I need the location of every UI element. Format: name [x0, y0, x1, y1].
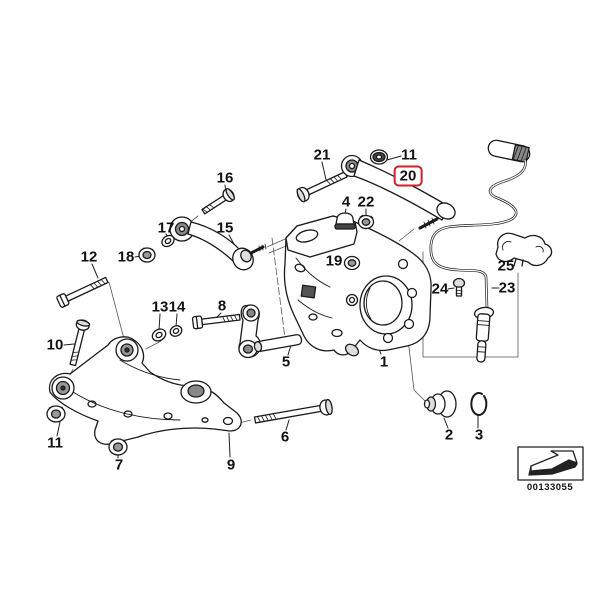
part-label-16[interactable]: 16: [216, 169, 234, 187]
part-label-18[interactable]: 18: [117, 248, 135, 266]
washer-14: [168, 324, 183, 339]
nut-11-lower: [47, 406, 65, 422]
grommet-11-upper: [371, 150, 388, 164]
part-label-17[interactable]: 17: [157, 219, 175, 237]
screw-24: [454, 279, 465, 297]
part-label-12[interactable]: 12: [80, 248, 98, 266]
part-label-23[interactable]: 23: [498, 279, 516, 297]
part-label-9[interactable]: 9: [226, 456, 236, 474]
wheel-carrier-1: [284, 216, 431, 358]
part-label-2[interactable]: 2: [444, 426, 454, 444]
part-label-4[interactable]: 4: [341, 193, 351, 211]
nut-22: [359, 215, 374, 229]
part-label-10[interactable]: 10: [46, 336, 64, 354]
part-label-8[interactable]: 8: [217, 297, 227, 315]
part-label-19[interactable]: 19: [325, 252, 343, 270]
part-label-25[interactable]: 25: [497, 257, 515, 275]
washer-13: [150, 327, 168, 344]
part-label-21[interactable]: 21: [313, 146, 331, 164]
bolt-12: [56, 275, 109, 308]
nut-18: [139, 248, 155, 262]
lower-control-arm: [50, 337, 242, 444]
part-label-11[interactable]: 11: [47, 434, 63, 452]
part-label-15[interactable]: 15: [216, 219, 234, 237]
nut-19: [345, 257, 360, 270]
cable-clips-25: [496, 233, 552, 266]
part-label-7[interactable]: 7: [114, 456, 124, 474]
part-label-22[interactable]: 22: [357, 193, 375, 211]
upper-arm-20: [342, 156, 458, 229]
part-label-11[interactable]: 11: [401, 146, 417, 164]
track-arm-15: [170, 217, 266, 273]
part-label-24[interactable]: 24: [431, 280, 449, 298]
pulse-sensor-23: [474, 306, 494, 362]
bolt-10: [67, 319, 91, 367]
part-label-5[interactable]: 5: [281, 353, 291, 371]
part-label-1[interactable]: 1: [379, 353, 389, 371]
bolt-21: [295, 168, 348, 203]
part-label-3[interactable]: 3: [474, 426, 484, 444]
nut-7: [109, 439, 127, 455]
integral-link-5: [239, 305, 302, 358]
part-label-13[interactable]: 13: [151, 298, 169, 316]
sensor-cable: [431, 160, 526, 308]
cap-2: [425, 391, 457, 417]
bolt-6: [254, 399, 333, 427]
bolt-16: [200, 187, 236, 217]
bolt-8: [192, 311, 240, 329]
stamp-box: [518, 447, 583, 480]
photo-direction-icon: [529, 451, 577, 475]
part-label-14[interactable]: 14: [168, 298, 186, 316]
part-label-20-highlighted[interactable]: 20: [393, 165, 423, 187]
part-label-6[interactable]: 6: [280, 428, 290, 446]
abs-sensor-head: [487, 139, 531, 163]
bump-stop-4: [335, 213, 355, 229]
snap-ring-3: [471, 393, 486, 415]
